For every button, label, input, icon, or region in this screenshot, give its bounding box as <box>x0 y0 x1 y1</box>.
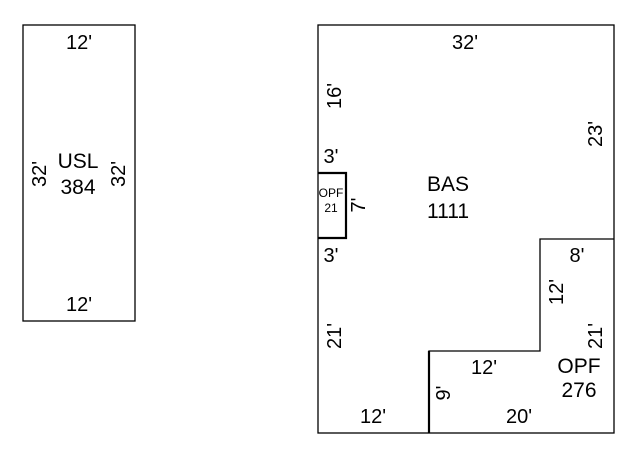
usl-section: 12' 12' 32' 32' USL 384 <box>22 24 136 322</box>
opf-large-area-value: 276 <box>561 379 596 402</box>
opf-large-section <box>427 238 614 433</box>
usl-top-dimension: 12' <box>66 32 92 54</box>
bas-left-lower-dimension: 21' <box>324 323 346 349</box>
opf-large-step-top-dimension: 12' <box>471 357 497 379</box>
opf-large-code-label: OPF <box>557 355 600 378</box>
opf-large-right-dimension: 21' <box>585 323 607 349</box>
bas-code-label: BAS <box>427 173 469 196</box>
bas-right-upper-dimension: 23' <box>585 121 607 147</box>
main-structure: OPF 21 BAS 1111 32' 16' 3' 7' 3' 21' 12'… <box>317 24 615 434</box>
opf-small-outline <box>318 171 348 240</box>
usl-right-dimension: 32' <box>108 161 130 187</box>
bas-left-upper-dimension: 16' <box>324 83 346 109</box>
opf-large-step-height-dimension: 9' <box>433 386 455 401</box>
bas-notch-top-dimension: 3' <box>324 146 339 168</box>
usl-left-dimension: 32' <box>29 161 51 187</box>
usl-area-value: 384 <box>60 176 95 199</box>
bas-notch-height-dimension: 7' <box>348 198 370 213</box>
bas-top-dimension: 32' <box>452 32 478 54</box>
usl-outline <box>22 24 136 322</box>
usl-bottom-dimension: 12' <box>66 294 92 316</box>
opf-small-code-label: OPF <box>319 186 344 200</box>
bas-area-value: 1111 <box>427 200 469 223</box>
opf-large-top-dimension: 8' <box>570 245 585 267</box>
bas-bottom-left-dimension: 12' <box>360 406 386 428</box>
opf-small-section: OPF 21 <box>318 171 348 240</box>
opf-large-bottom-dimension: 20' <box>506 406 532 428</box>
usl-code-label: USL <box>58 150 99 173</box>
opf-large-step-left-dimension: 12' <box>546 279 568 305</box>
main-outline <box>317 24 615 434</box>
bas-notch-bottom-dimension: 3' <box>324 245 339 267</box>
opf-small-area-value: 21 <box>324 201 338 215</box>
